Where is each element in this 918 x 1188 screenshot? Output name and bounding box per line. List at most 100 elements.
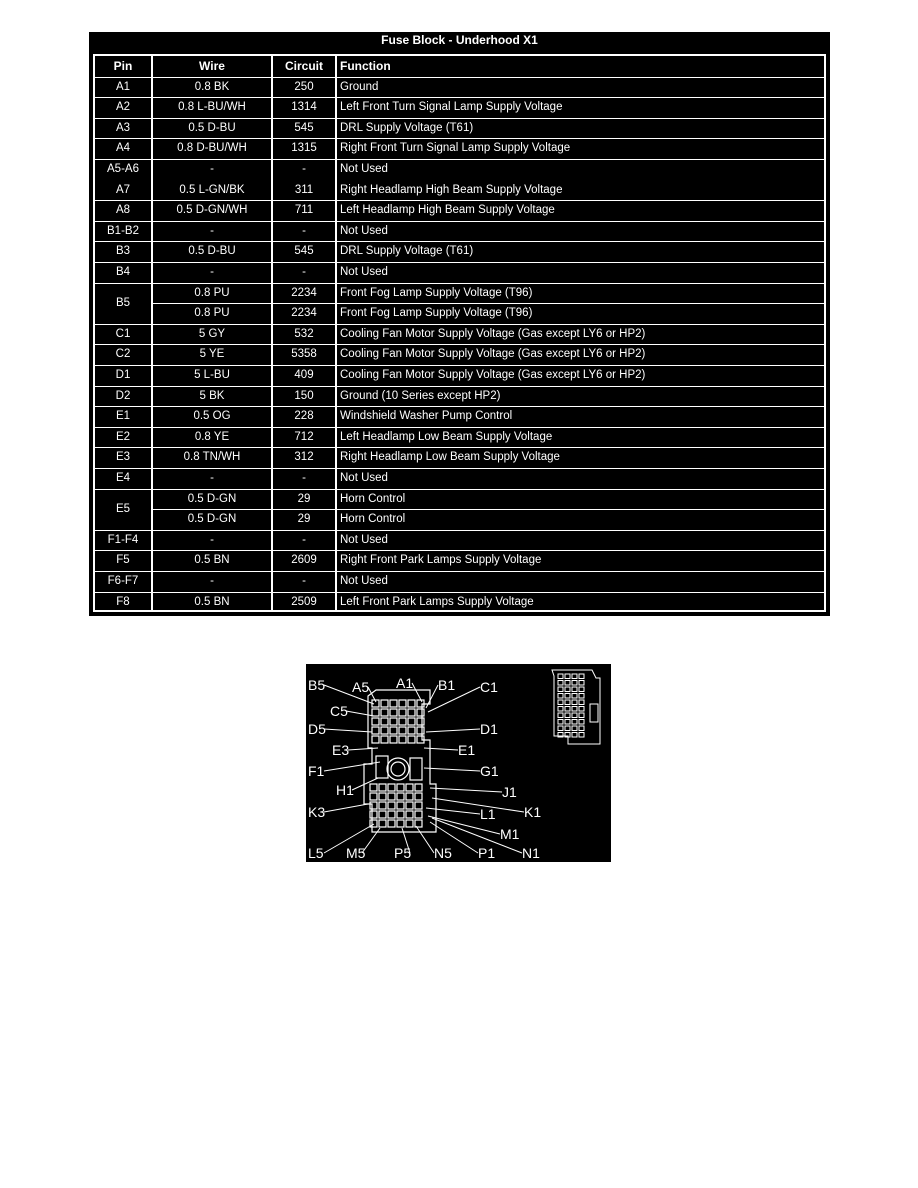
pin-cavity — [405, 783, 414, 792]
side-cavity — [557, 680, 564, 686]
side-cavity — [571, 719, 578, 725]
pin-cell: F1-F4 — [107, 533, 139, 546]
leader-line — [425, 728, 481, 733]
wire-cell: - — [210, 472, 214, 484]
side-cavity — [571, 725, 578, 731]
pin-cavity — [414, 819, 423, 828]
header-pin: Pin — [113, 59, 133, 73]
pin-cell: F6-F7 — [107, 575, 139, 587]
wire-cell: 0.8 YE — [194, 430, 230, 443]
leader-line — [323, 728, 373, 733]
pin-label: H1 — [336, 782, 354, 798]
pin-label: C5 — [330, 703, 348, 719]
wire-cell: 0.8 D-BU/WH — [177, 142, 247, 155]
pin-cavity — [416, 735, 425, 744]
circuit-cell: 150 — [294, 389, 314, 402]
side-cavity — [571, 699, 578, 705]
side-cavity — [571, 686, 578, 692]
function-cell: Horn Control — [340, 492, 406, 505]
side-cavity — [564, 732, 571, 738]
leader-line — [425, 684, 439, 709]
function-cell: Right Front Park Lamps Supply Voltage — [340, 554, 542, 567]
wire-cell: 0.5 OG — [193, 410, 231, 423]
pin-cell: B5 — [115, 296, 131, 309]
pin-cavity — [398, 717, 407, 726]
side-cavity — [557, 706, 564, 712]
pin-label: M5 — [346, 845, 366, 861]
pin-label: E3 — [332, 742, 349, 758]
side-cavity — [557, 719, 564, 725]
leader-line — [323, 761, 381, 772]
side-cavity — [564, 719, 571, 725]
pin-label: E1 — [458, 742, 475, 758]
function-cell: Left Front Park Lamps Supply Voltage — [340, 595, 534, 608]
side-cavity — [557, 712, 564, 718]
pin-label: A5 — [352, 679, 369, 695]
function-cell: Left Front Turn Signal Lamp Supply Volta… — [340, 101, 563, 114]
pin-cell: E4 — [115, 472, 131, 484]
pin-cavity — [405, 810, 414, 819]
circuit-cell: - — [302, 224, 306, 237]
pin-grid-upper — [371, 699, 425, 744]
pin-cavity — [414, 810, 423, 819]
side-cavity — [578, 712, 585, 718]
function-cell: Not Used — [340, 472, 388, 484]
function-cell: Windshield Washer Pump Control — [340, 410, 513, 423]
function-cell: Left Headlamp Low Beam Supply Voltage — [340, 430, 553, 443]
pin-cavity — [407, 717, 416, 726]
wire-cell: 5 GY — [198, 327, 226, 340]
pin-cavity — [369, 783, 378, 792]
pin-cavity — [380, 699, 389, 708]
pin-cavity — [380, 726, 389, 735]
pin-cavity — [389, 735, 398, 744]
side-cavity — [557, 725, 564, 731]
pin-label: L1 — [480, 806, 496, 822]
wire-cell: 5 YE — [199, 348, 225, 361]
side-cavity — [564, 686, 571, 692]
pin-cavity — [414, 801, 423, 810]
circuit-cell: 228 — [294, 410, 314, 423]
pin-cavity — [389, 717, 398, 726]
pin-label: N1 — [522, 845, 540, 861]
center-hole — [386, 757, 410, 781]
pin-cell: A1 — [115, 80, 131, 93]
pin-cell: E3 — [115, 451, 131, 464]
pin-label: F1 — [308, 763, 325, 779]
header-wire: Wire — [199, 59, 225, 73]
function-cell: Not Used — [340, 533, 388, 546]
header-function: Function — [340, 59, 391, 73]
pin-cavity — [378, 810, 387, 819]
function-cell: Cooling Fan Motor Supply Voltage (Gas ex… — [340, 348, 646, 361]
leader-line — [423, 767, 481, 772]
pin-cell: A5-A6 — [107, 163, 139, 175]
pin-label: K3 — [308, 804, 325, 820]
pin-cavity — [380, 735, 389, 744]
connector-side-view — [551, 669, 601, 745]
function-cell: Front Fog Lamp Supply Voltage (T96) — [340, 286, 533, 299]
pin-cell: C1 — [115, 327, 131, 340]
pin-grid-lower — [369, 783, 423, 828]
header-circuit: Circuit — [284, 59, 323, 73]
wire-cell: - — [210, 533, 214, 546]
leader-line — [431, 817, 523, 854]
function-cell: DRL Supply Voltage (T61) — [340, 245, 474, 258]
leader-line — [411, 682, 423, 703]
pin-cavity — [398, 735, 407, 744]
pin-cavity — [380, 708, 389, 717]
leader-line — [323, 684, 375, 705]
circuit-cell: 711 — [294, 204, 314, 217]
side-cavity — [578, 686, 585, 692]
pin-cell: A3 — [115, 121, 131, 134]
circuit-cell: 2509 — [291, 595, 317, 608]
function-cell: Not Used — [340, 163, 388, 175]
circuit-cell: 532 — [294, 327, 314, 340]
side-cavity — [557, 686, 564, 692]
pin-cell: C2 — [115, 348, 131, 361]
function-cell: Not Used — [340, 575, 388, 587]
function-cell: DRL Supply Voltage (T61) — [340, 121, 474, 134]
leader-line — [323, 823, 375, 854]
circuit-cell: 2234 — [291, 307, 317, 320]
leader-line — [401, 827, 411, 854]
